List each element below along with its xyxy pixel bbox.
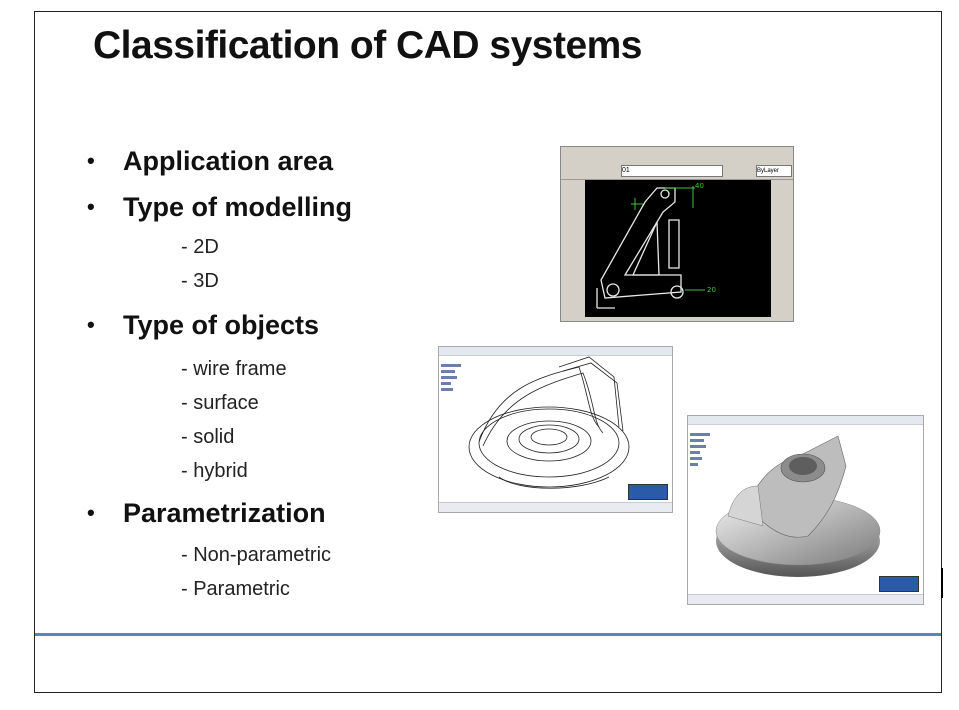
bylayer-select: ByLayer xyxy=(756,165,792,177)
layer-select: 01 xyxy=(621,165,723,177)
wireframe-screenshot xyxy=(438,346,673,513)
compass-widget xyxy=(879,576,919,592)
bullet-dot-icon: • xyxy=(87,312,95,337)
cad-2d-screenshot: 01 ByLayer 40 20 xyxy=(560,146,794,322)
bylayer-label: ByLayer xyxy=(757,168,780,174)
bullet-type-of-objects: • Type of objects xyxy=(87,302,457,348)
cad-right-toolbar xyxy=(771,180,793,317)
sub-item: - Parametric xyxy=(181,578,290,600)
app-menubar xyxy=(688,416,923,425)
sub-item: - 3D xyxy=(181,270,219,292)
solid-model xyxy=(715,435,881,577)
edge-mark xyxy=(941,568,943,598)
bullet-heading: Type of objects xyxy=(123,310,320,340)
cad-left-toolbar xyxy=(561,180,583,317)
layer-name: 01 xyxy=(622,167,630,174)
bracket-drawing: 40 20 xyxy=(596,182,716,309)
dim-label-right: 20 xyxy=(707,286,716,294)
sub-item: - Non-parametric xyxy=(181,544,332,566)
app-statusbar xyxy=(688,594,923,604)
bullet-heading: Type of modelling xyxy=(123,192,352,222)
bullet-dot-icon: • xyxy=(87,500,95,525)
cad-drawing-canvas: 40 20 xyxy=(585,180,771,317)
bullet-application-area: • Application area xyxy=(87,138,457,184)
solid-model-screenshot xyxy=(687,415,924,605)
cad-layer-bar: 01 ByLayer xyxy=(561,163,793,180)
compass-widget xyxy=(628,484,668,500)
bullet-parametrization: • Parametrization xyxy=(87,490,457,536)
cad-toolbar xyxy=(561,147,793,164)
sub-item: - 2D xyxy=(181,236,219,258)
spec-tree xyxy=(441,361,461,394)
dim-label-top: 40 xyxy=(695,182,704,190)
spec-tree xyxy=(690,430,710,469)
slide-title: Classification of CAD systems xyxy=(93,24,643,67)
sub-item: - hybrid xyxy=(181,460,248,482)
sub-item: - surface xyxy=(181,392,259,414)
slide: Classification of CAD systems • Applicati… xyxy=(34,11,943,693)
sub-item: - solid xyxy=(181,426,235,448)
bullet-dot-icon: • xyxy=(87,194,95,219)
bullet-type-of-modelling: • Type of modelling xyxy=(87,184,457,230)
bullet-heading: Parametrization xyxy=(123,498,326,528)
bullet-heading: Application area xyxy=(123,146,334,176)
wireframe-model xyxy=(468,356,630,489)
bullet-dot-icon: • xyxy=(87,148,95,173)
app-menubar xyxy=(439,347,672,356)
app-statusbar xyxy=(439,502,672,512)
sub-item: - wire frame xyxy=(181,358,287,380)
footer-divider xyxy=(35,633,941,636)
bullet-list: • Application area • Type of modelling - 2… xyxy=(87,138,457,606)
